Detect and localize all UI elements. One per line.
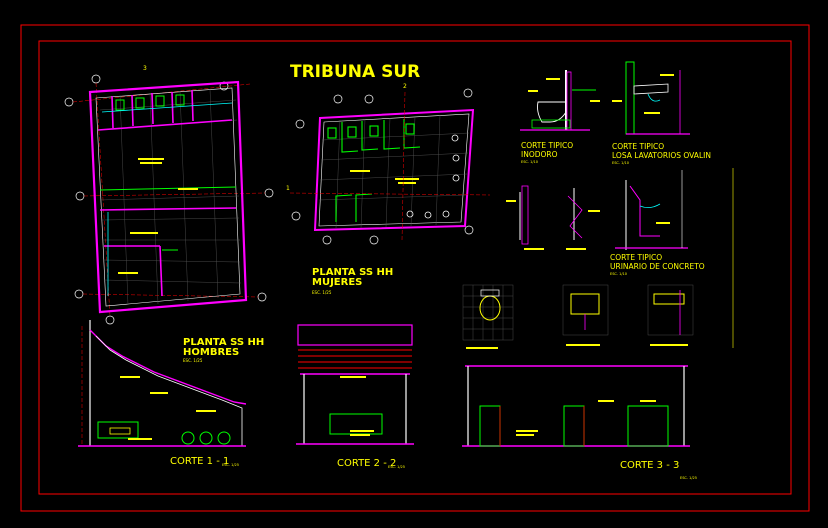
planta-hombres-subtitle: HOMBRES — [183, 347, 239, 358]
corte-2-drawing — [296, 324, 414, 445]
corte-inodoro-scale: ESC. 1/10 — [521, 160, 538, 164]
section-marks: 3 2 1 — [143, 65, 407, 192]
corte-1-title: CORTE 1 - 1 — [170, 456, 229, 467]
sheet-title: TRIBUNA SUR — [290, 62, 420, 82]
corte-1-drawing — [78, 320, 247, 447]
corte-2-title: CORTE 2 - 2 — [337, 458, 396, 469]
outer-frame — [20, 24, 810, 512]
corte-2-scale: ESC. 1/25 — [388, 465, 405, 469]
corte-inodoro-subtitle: INODORO — [521, 150, 558, 159]
corte-3-drawing — [462, 365, 690, 447]
planta-mujeres-subtitle: MUJERES — [312, 277, 362, 288]
corte-losa-drawing — [612, 61, 690, 135]
section-mark-3: 3 — [143, 65, 147, 72]
inner-frame — [38, 40, 792, 495]
corte-losa-subtitle: LOSA LAVATORIOS OVALIN — [612, 151, 711, 160]
section-mark-1: 1 — [286, 185, 290, 192]
corte-3-title: CORTE 3 - 3 — [620, 460, 679, 471]
corte-1-scale: ESC. 1/25 — [222, 463, 239, 467]
corte-3-scale: ESC. 1/25 — [680, 476, 697, 480]
planta-hombres-scale: ESC. 1/25 — [183, 358, 203, 363]
corte-inodoro-drawing — [520, 70, 600, 131]
planta-mujeres-drawing — [289, 88, 491, 245]
corte-urinario-title: CORTE TIPICO — [610, 253, 662, 262]
planta-hombres-title: PLANTA SS HH — [183, 337, 264, 348]
corte-inodoro-title: CORTE TIPICO — [521, 141, 573, 150]
corte-losa-title: CORTE TIPICO — [612, 142, 664, 151]
planta-mujeres-title: PLANTA SS HH — [312, 267, 393, 278]
planta-mujeres-scale: ESC. 1/25 — [312, 290, 332, 295]
tile-details — [462, 284, 694, 349]
planta-hombres-drawing — [64, 74, 274, 325]
corte-urinario-subtitle: URINARIO DE CONCRETO — [610, 262, 705, 271]
corte-losa-scale: ESC. 1/10 — [612, 161, 629, 165]
corte-urinario-drawing — [506, 170, 688, 250]
section-mark-2: 2 — [403, 83, 407, 90]
corte-urinario-scale: ESC. 1/10 — [610, 272, 627, 276]
